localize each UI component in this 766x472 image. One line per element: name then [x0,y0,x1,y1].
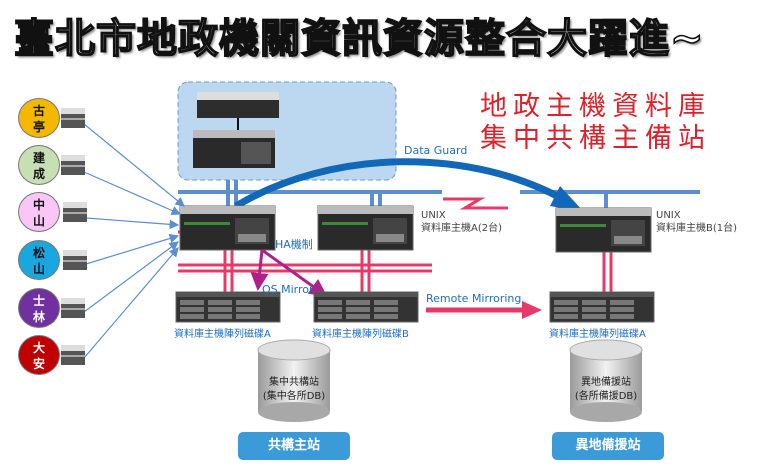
office-connections [83,123,185,359]
main-db-label: 集中共構站 (集中各所DB) [254,376,334,404]
disk-array-main-b [313,291,419,323]
office-name-bottom: 林 [32,310,45,324]
host-a-label: UNIX 資料庫主機A(2台) [421,209,502,235]
ha-label: HA機制 [275,238,313,251]
backup-db-line2: (各所備援DB) [574,391,638,402]
server-icon [193,130,275,168]
office-name-bottom: 亭 [32,120,45,134]
disk-array-main-a [175,291,281,323]
data-guard-arrow [234,158,572,210]
host-a-name: 資料庫主機A(2台) [421,223,503,234]
database-host-a1 [179,205,276,251]
disk-array-backup-a [549,291,655,323]
host-b-os: UNIX [656,210,681,221]
database-cylinder-backup [569,339,643,422]
storage-unit-icon [197,92,279,118]
office-name-top: 古 [32,104,45,118]
office-name-top: 松 [32,246,45,260]
office-servers [61,108,87,365]
remote-mirroring-label: Remote Mirroring [426,292,522,305]
office-name-bottom: 安 [32,357,45,371]
office-1: 建成 [18,145,60,185]
ha-arrow [250,249,269,291]
backup-site-badge: 異地備援站 [552,432,664,460]
office-4: 士林 [18,288,60,328]
main-db-line1: 集中共構站 [269,377,319,388]
data-guard-label: Data Guard [404,144,468,157]
headline-line2: 集中共構主備站 [480,123,711,154]
os-mirror-arrow [261,248,328,297]
office-3: 松山 [18,240,60,280]
office-name-top: 中 [32,198,45,212]
host-a-os: UNIX [421,210,446,221]
disk-main-b-label: 資料庫主機陣列磁碟B [312,329,409,340]
storage-links [178,230,613,292]
host-b-label: UNIX 資料庫主機B(1台) [656,209,737,235]
disk-backup-a-label: 資料庫主機陣列磁碟A [549,329,646,340]
backup-db-line1: 異地備援站 [581,377,631,388]
office-name-top: 大 [32,341,45,355]
database-host-b [555,207,652,253]
office-name-bottom: 山 [32,214,45,228]
host-b-name: 資料庫主機B(1台) [656,223,738,234]
database-host-a2 [317,205,414,251]
office-name-bottom: 成 [32,167,45,181]
main-site-badge: 共構主站 [238,432,350,460]
office-name-top: 建 [32,151,45,165]
wan-link-icon [443,197,508,210]
office-name-top: 士 [32,294,45,308]
database-cylinder-main [257,339,331,422]
page-title: 臺北市地政機關資訊資源整合大躍進~ [13,14,705,63]
headline-line1: 地政主機資料庫 [480,91,711,122]
backup-db-label: 異地備援站 (各所備援DB) [566,376,646,404]
disk-main-a-label: 資料庫主機陣列磁碟A [174,329,271,340]
office-name-bottom: 山 [32,262,45,276]
office-2: 中山 [18,192,60,232]
office-5: 大安 [18,335,60,375]
os-mirror-label: OS Mirror [262,283,314,296]
office-0: 古亭 [18,98,60,138]
main-db-line2: (集中各所DB) [262,391,326,402]
